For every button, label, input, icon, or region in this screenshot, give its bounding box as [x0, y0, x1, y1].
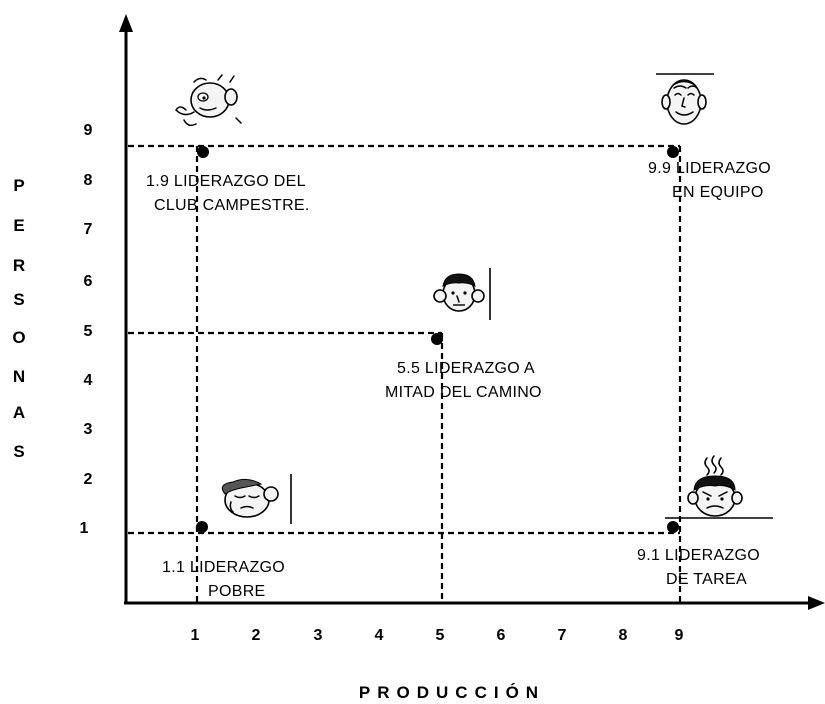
y-axis-title: P E R S O N A S [12, 176, 25, 461]
x-axis-arrow [808, 596, 825, 610]
label-5-5-line1: 5.5 LIDERAZGO A [397, 360, 535, 377]
y-axis-title-letter: S [13, 442, 24, 461]
x-tick: 2 [252, 627, 261, 644]
x-tick: 8 [619, 627, 628, 644]
y-axis-title-letter: P [13, 176, 24, 195]
y-tick: 5 [84, 323, 93, 340]
x-tick: 5 [436, 627, 445, 644]
y-axis-title-letter: N [13, 367, 25, 386]
label-9-1-line2: DE TAREA [666, 571, 747, 588]
y-axis-title-letter: A [13, 403, 25, 422]
label-9-9-line2: EN EQUIPO [672, 184, 764, 201]
y-tick-labels: 1 2 3 4 5 6 7 8 9 [80, 122, 93, 537]
point-5-5 [431, 333, 443, 345]
x-tick: 4 [375, 627, 384, 644]
y-tick: 9 [84, 122, 93, 139]
x-tick: 6 [497, 627, 506, 644]
point-1-9 [197, 146, 209, 158]
y-axis-title-letter: S [13, 290, 24, 309]
grid-points [196, 146, 679, 533]
y-axis-title-letter: E [13, 216, 24, 235]
relaxed-face-icon [175, 74, 242, 127]
label-1-9-line2: CLUB CAMPESTRE. [154, 197, 310, 214]
label-1-1-line1: 1.1 LIDERAZGO [162, 559, 285, 576]
label-1-9-line1: 1.9 LIDERAZGO DEL [146, 173, 306, 190]
tired-face-icon [221, 474, 292, 524]
y-tick: 1 [80, 520, 89, 537]
style-labels: 1.9 LIDERAZGO DEL CLUB CAMPESTRE. 9.9 LI… [146, 160, 771, 600]
x-tick: 9 [675, 627, 684, 644]
point-9-1 [667, 521, 679, 533]
y-axis-title-letter: R [13, 256, 25, 275]
axes [119, 14, 825, 610]
label-1-1-line2: POBRE [208, 583, 266, 600]
label-9-1-line1: 9.1 LIDERAZGO [637, 547, 760, 564]
label-5-5-line2: MITAD DEL CAMINO [385, 384, 542, 401]
x-tick-labels: 1 2 3 4 5 6 7 8 9 [191, 627, 684, 644]
neutral-face-icon [433, 268, 491, 320]
label-9-9-line1: 9.9 LIDERAZGO [648, 160, 771, 177]
y-tick: 6 [84, 273, 93, 290]
y-tick: 7 [84, 221, 93, 238]
angry-face-icon [665, 455, 773, 519]
point-1-1 [196, 521, 208, 533]
y-axis-arrow [119, 14, 133, 32]
smiling-face-icon [656, 73, 714, 125]
y-tick: 2 [84, 471, 93, 488]
x-tick: 7 [558, 627, 567, 644]
y-tick: 8 [84, 172, 93, 189]
x-tick: 3 [314, 627, 323, 644]
x-axis-title: PRODUCCIÓN [359, 683, 545, 702]
point-9-9 [667, 146, 679, 158]
x-tick: 1 [191, 627, 200, 644]
y-axis-title-letter: O [12, 328, 25, 347]
y-tick: 3 [84, 421, 93, 438]
y-tick: 4 [84, 372, 93, 389]
